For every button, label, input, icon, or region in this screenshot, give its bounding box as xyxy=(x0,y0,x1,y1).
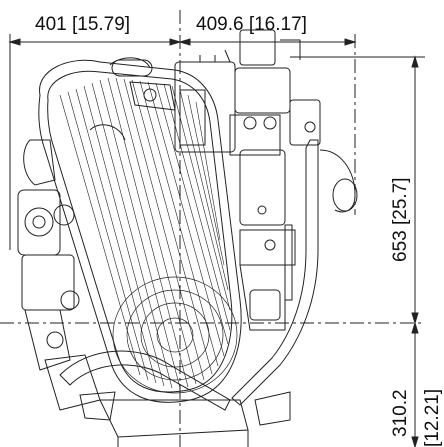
drain-plug-housing xyxy=(79,391,116,421)
gauge-right-icon xyxy=(263,116,277,130)
bracket-top-right xyxy=(280,39,301,60)
alternator-hub xyxy=(32,215,46,229)
lower-arrow-top xyxy=(411,321,419,334)
filter-cap xyxy=(46,331,64,349)
fuel-pump xyxy=(229,114,281,156)
center-arrow-right xyxy=(178,38,191,46)
coolant-hose xyxy=(284,224,293,301)
lower-height-inch: [12.21] xyxy=(422,389,443,447)
lower-pipe xyxy=(59,350,231,411)
lower-height-value: 310.2 xyxy=(390,389,411,437)
alternator-pulley xyxy=(24,207,54,237)
right-arrow-head xyxy=(344,38,357,46)
top-pipe-left xyxy=(109,57,151,69)
left-arrow-head xyxy=(8,38,21,46)
turbo-housing xyxy=(289,99,321,146)
gauge-left-icon xyxy=(243,116,257,130)
turbo-bolt xyxy=(304,121,316,133)
belt-guard-inner xyxy=(47,70,233,393)
oil-pan-legs xyxy=(117,430,249,447)
exhaust-elbow xyxy=(319,149,356,213)
upper-arrow-top xyxy=(411,55,419,68)
water-pump xyxy=(249,289,281,321)
bracket-mid-right xyxy=(239,229,296,266)
upper-arrow-bottom xyxy=(411,312,419,325)
upper-height-label: 653 [25.7] xyxy=(390,177,411,262)
fan-rings xyxy=(112,276,238,394)
filler-cap xyxy=(239,29,276,66)
lower-arrow-bottom xyxy=(411,436,419,447)
bracket-bolt xyxy=(264,239,276,251)
engine-mount-right xyxy=(239,264,286,331)
left-bracket xyxy=(23,139,56,186)
starter-housing xyxy=(21,254,75,311)
belt-guard-hatching xyxy=(59,77,231,389)
intake-plenum xyxy=(129,81,176,111)
alternator xyxy=(17,189,61,256)
idler-pulley xyxy=(53,204,75,226)
sump-right xyxy=(254,391,291,426)
oil-cooler xyxy=(239,149,286,226)
top-details xyxy=(199,49,231,63)
coolant-pipe xyxy=(231,139,319,406)
left-width-label: 401 [15.79] xyxy=(35,14,130,35)
hose-left-upper xyxy=(89,124,126,141)
right-width-label: 409.6 [16.17] xyxy=(196,14,307,35)
belt-guard xyxy=(38,59,242,403)
injector-block xyxy=(179,89,206,146)
center-arrow-left xyxy=(169,38,182,46)
oil-cooler-bolt xyxy=(257,205,267,215)
engine-outline xyxy=(17,29,358,447)
valve-cover xyxy=(234,67,291,114)
dimension-lines xyxy=(0,10,425,447)
intake-sensor xyxy=(143,88,157,102)
exhaust-outlet xyxy=(332,178,358,212)
starter-bolt xyxy=(60,290,80,310)
oil-filter xyxy=(24,309,71,371)
cap-top-left xyxy=(111,59,153,77)
oil-pan xyxy=(99,399,249,438)
